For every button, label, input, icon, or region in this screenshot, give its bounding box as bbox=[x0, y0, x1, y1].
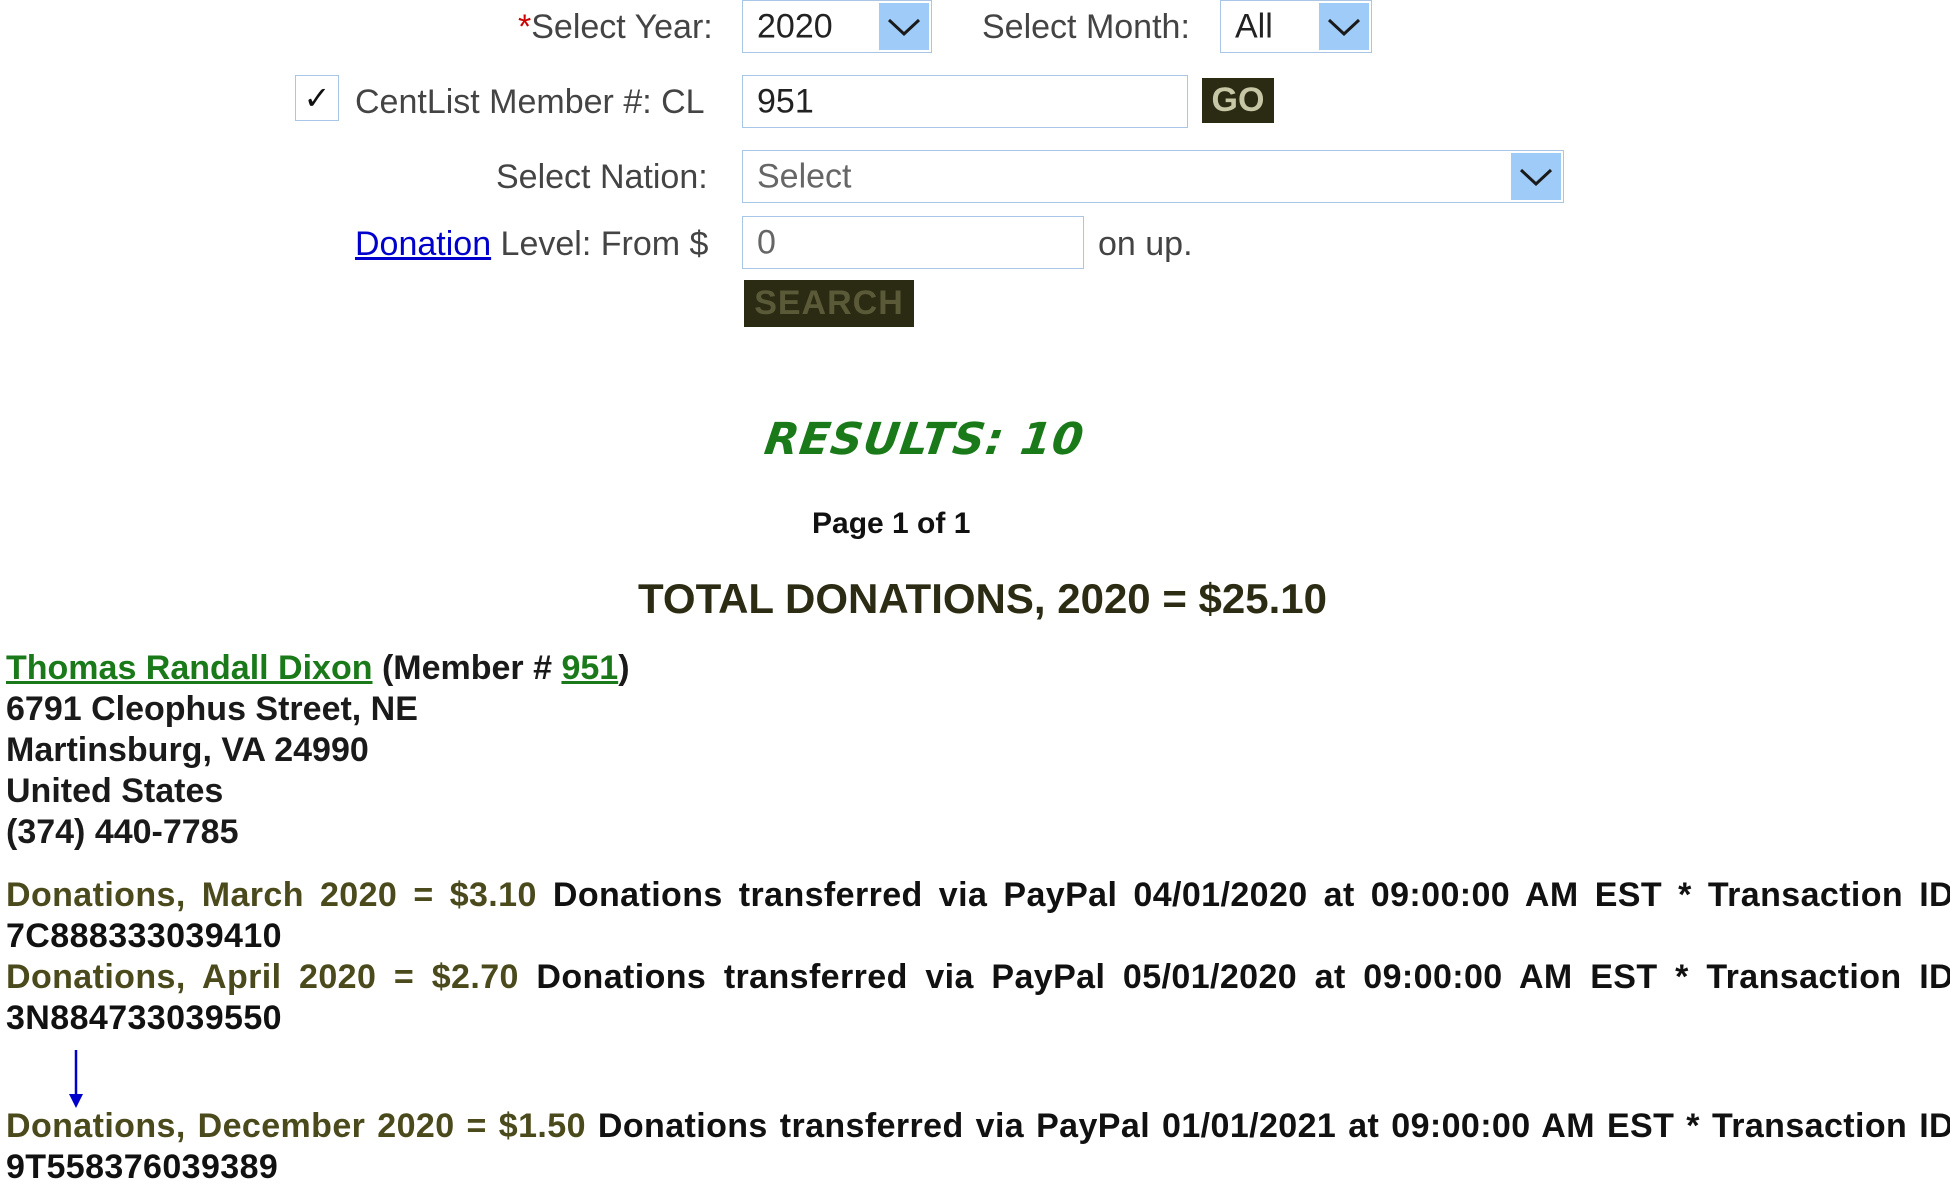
member-number-link[interactable]: 951 bbox=[561, 649, 619, 687]
donation-level-label-text: Level: From $ bbox=[491, 225, 709, 263]
donation-row: Donations, April 2020 = $2.70 Donations … bbox=[6, 957, 1950, 1039]
member-prefix: (Member # bbox=[372, 649, 562, 687]
donation-level-input[interactable]: 0 bbox=[742, 216, 1084, 269]
nation-select[interactable]: Select bbox=[742, 150, 1564, 203]
member-address2: Martinsburg, VA 24990 bbox=[6, 731, 369, 769]
search-button[interactable]: SEARCH bbox=[744, 280, 914, 327]
member-suffix: ) bbox=[618, 649, 630, 687]
member-country: United States bbox=[6, 772, 224, 810]
month-select-value: All bbox=[1235, 7, 1273, 45]
donation-detail: Donations transferred via PayPal 05/01/2… bbox=[6, 958, 1950, 1037]
member-checkbox[interactable]: ✓ bbox=[295, 75, 339, 121]
member-info: Thomas Randall Dixon (Member # 951) 6791… bbox=[6, 648, 630, 853]
donation-summary: Donations, December 2020 = $1.50 bbox=[6, 1107, 586, 1145]
member-name-line: Thomas Randall Dixon (Member # 951) bbox=[6, 648, 630, 689]
select-month-label: Select Month: bbox=[982, 8, 1190, 46]
chevron-down-icon[interactable] bbox=[1511, 153, 1561, 200]
donation-summary: Donations, March 2020 = $3.10 bbox=[6, 876, 537, 914]
chevron-down-icon[interactable] bbox=[879, 3, 929, 50]
donation-level-value: 0 bbox=[757, 223, 776, 261]
member-number-value: 951 bbox=[757, 82, 814, 120]
donation-level-label: Donation Level: From $ bbox=[355, 224, 708, 264]
required-mark: * bbox=[518, 8, 532, 46]
go-button[interactable]: GO bbox=[1202, 78, 1274, 123]
select-year-label-text: Select Year: bbox=[531, 8, 713, 46]
year-select-value: 2020 bbox=[757, 7, 833, 45]
member-phone: (374) 440-7785 bbox=[6, 813, 239, 851]
member-number-input[interactable]: 951 bbox=[742, 75, 1188, 128]
member-number-label: CentList Member #: CL bbox=[355, 83, 705, 121]
member-address1: 6791 Cleophus Street, NE bbox=[6, 690, 418, 728]
results-title-wrap: RESULTS: 10 bbox=[761, 414, 1087, 465]
total-donations: TOTAL DONATIONS, 2020 = $25.10 bbox=[638, 575, 1327, 622]
year-select[interactable]: 2020 bbox=[742, 0, 932, 53]
nation-select-value: Select bbox=[757, 157, 852, 195]
donation-link[interactable]: Donation bbox=[355, 225, 492, 263]
donation-summary: Donations, April 2020 = $2.70 bbox=[6, 958, 519, 996]
donation-level-suffix: on up. bbox=[1098, 225, 1193, 263]
month-select[interactable]: All bbox=[1220, 0, 1372, 53]
select-nation-label: Select Nation: bbox=[496, 158, 708, 196]
donation-detail: Donations transferred via PayPal 01/01/2… bbox=[6, 1107, 1950, 1186]
results-title: RESULTS: 10 bbox=[761, 414, 1088, 465]
select-year-label: *Select Year: bbox=[518, 7, 713, 47]
member-name-link[interactable]: Thomas Randall Dixon bbox=[6, 649, 373, 687]
chevron-down-icon[interactable] bbox=[1319, 3, 1369, 50]
checkmark-icon: ✓ bbox=[303, 79, 331, 117]
donation-detail: Donations transferred via PayPal 04/01/2… bbox=[6, 876, 1950, 955]
donation-row: Donations, March 2020 = $3.10 Donations … bbox=[6, 875, 1950, 957]
arrow-down-icon bbox=[66, 1050, 86, 1108]
donation-row: Donations, December 2020 = $1.50 Donatio… bbox=[6, 1106, 1950, 1188]
page-info: Page 1 of 1 bbox=[812, 507, 971, 540]
